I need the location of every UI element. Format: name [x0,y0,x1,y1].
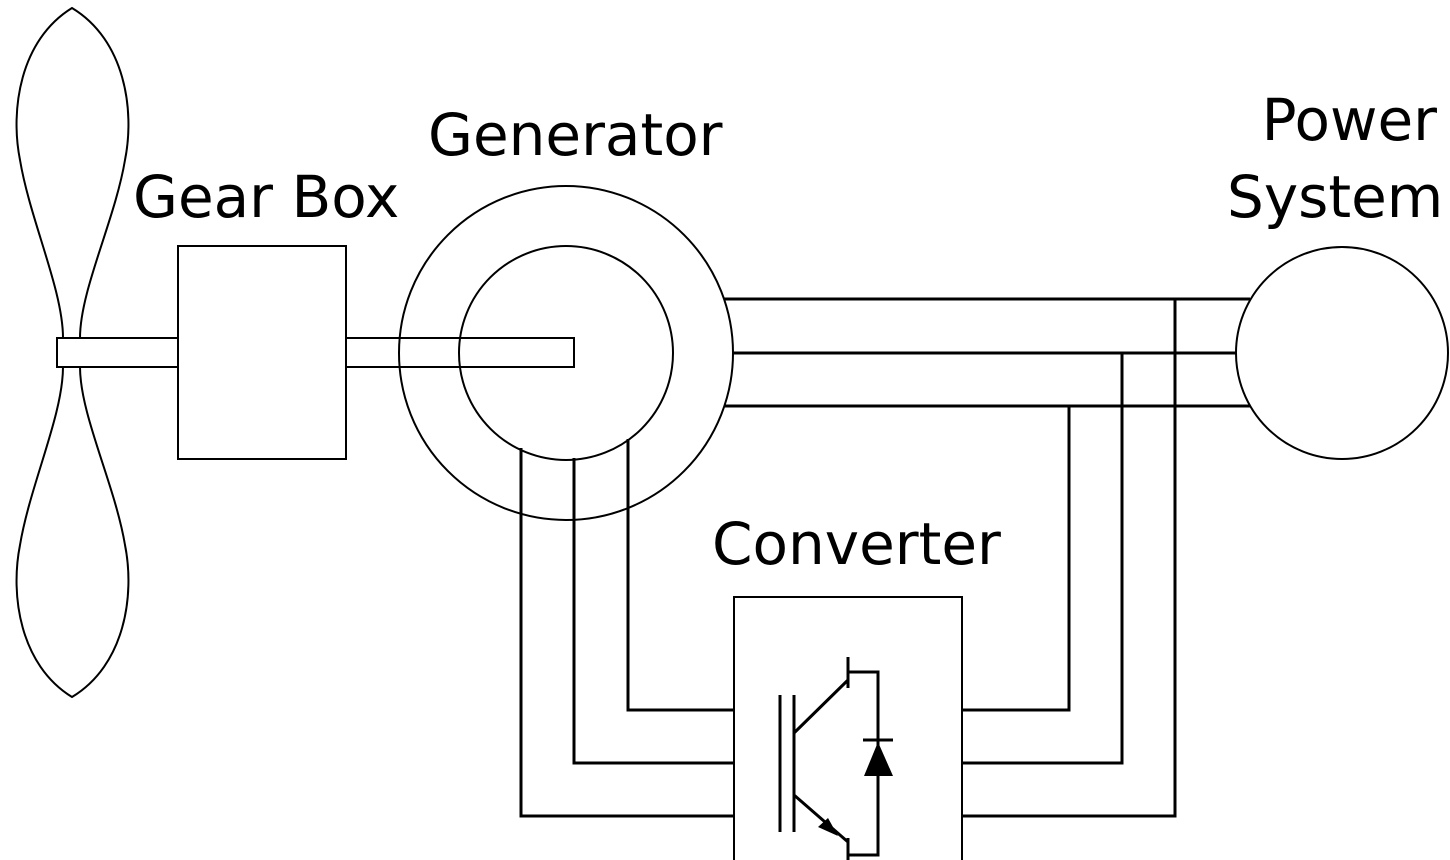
stator-grid-lines [724,297,1250,818]
rotor-converter-lines [519,439,734,818]
generator-rotor [458,245,674,461]
power-system-circle [1235,246,1449,460]
converter-box [733,596,963,860]
igbt-icon [778,657,880,860]
generator-stator [398,185,734,521]
emitter-arrow-icon [818,818,838,836]
generator-shaft [345,337,575,368]
propeller-icon [15,6,179,699]
converter-label: Converter [712,510,1001,578]
power-system-label-line2: System [1227,163,1443,231]
hub-shaft [56,337,179,368]
power-system-label-line1: Power [1262,86,1438,154]
diode-icon [863,738,893,776]
gearbox-box [177,245,347,460]
gearbox-label: Gear Box [133,163,399,231]
generator-label: Generator [428,101,723,169]
